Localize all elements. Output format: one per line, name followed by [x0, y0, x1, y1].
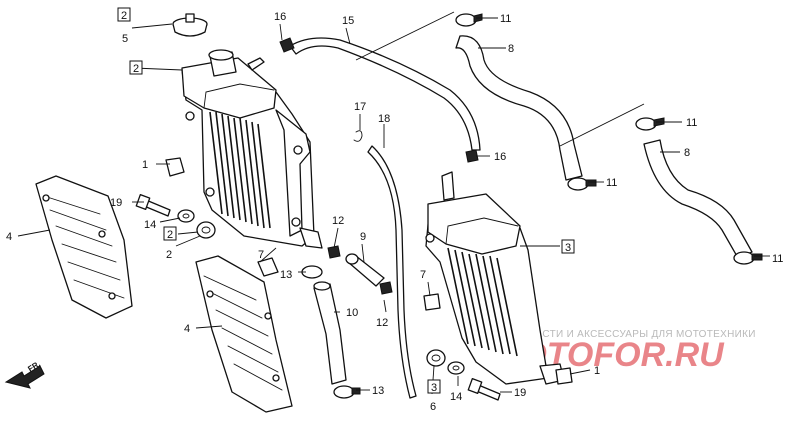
callout-9: 9 [360, 231, 366, 243]
hose-clamps [279, 13, 763, 399]
callout-1-right: 1 [594, 365, 600, 377]
radiator-cap [172, 13, 208, 37]
front-direction-arrow: FR. [4, 359, 45, 389]
callout-8-right: 8 [684, 147, 690, 159]
callout-17: 17 [354, 101, 366, 113]
right-radiator [425, 171, 565, 385]
callout-14-right: 14 [450, 391, 462, 403]
short-hose [345, 253, 385, 287]
svg-text:2: 2 [133, 63, 139, 75]
callout-18: 18 [378, 113, 390, 125]
callout-19-left: 19 [110, 197, 122, 209]
boxed-ref-2-mid: 2 [129, 60, 143, 75]
svg-text:2: 2 [167, 229, 173, 241]
callout-15: 15 [342, 15, 354, 27]
callout-8-upper: 8 [508, 43, 514, 55]
svg-text:3: 3 [565, 242, 571, 254]
shroud-upper [35, 175, 133, 319]
callout-1-left: 1 [142, 159, 148, 171]
lower-hose [313, 281, 347, 385]
callout-2: 2 [166, 249, 172, 261]
callout-11-far-right: 11 [772, 253, 783, 265]
callout-13-upper: 13 [280, 269, 292, 281]
callout-11-top: 11 [500, 13, 511, 25]
callout-11-mid: 11 [606, 177, 617, 189]
boxed-references: 2 2 2 3 3 [117, 7, 575, 394]
callout-5: 5 [122, 33, 128, 45]
callout-13-lower: 13 [372, 385, 384, 397]
callout-4-upper: 4 [6, 231, 12, 243]
callout-10: 10 [346, 307, 358, 319]
callout-19-right: 19 [514, 387, 526, 399]
svg-text:3: 3 [431, 382, 437, 394]
shroud-lower [195, 255, 293, 413]
callout-6: 6 [430, 401, 436, 413]
watermark-tagline: ЗАПЧАСТИ И АКСЕССУАРЫ ДЛЯ МОТОТЕХНИКИ [508, 329, 756, 340]
left-radiator [181, 49, 323, 249]
boxed-ref-3-right: 3 [561, 239, 575, 254]
boxed-ref-2-low: 2 [163, 226, 177, 241]
callout-7-right: 7 [420, 269, 426, 281]
svg-text:2: 2 [121, 10, 127, 22]
callout-7-left: 7 [258, 249, 264, 261]
upper-hose-b [643, 139, 753, 259]
drain-tube [367, 145, 417, 399]
callout-4-lower: 4 [184, 323, 190, 335]
callout-14-left: 14 [144, 219, 156, 231]
callout-12-upper: 12 [332, 215, 344, 227]
leader-lines [17, 11, 770, 395]
boxed-ref-3-low: 3 [427, 379, 441, 394]
callout-11-right: 11 [686, 117, 697, 129]
boxed-ref-2-top: 2 [117, 7, 131, 22]
callout-16-mid: 16 [494, 151, 506, 163]
callout-numbers: 11 16 15 5 8 11 8 17 18 16 11 1 19 14 4 … [6, 11, 783, 413]
fasteners [135, 157, 573, 401]
overflow-tube [289, 37, 481, 151]
upper-hose-a [455, 35, 583, 181]
right-radiator-core [447, 247, 518, 357]
left-radiator-core [209, 111, 271, 229]
callout-12-lower: 12 [376, 317, 388, 329]
callout-16-top: 16 [274, 11, 286, 23]
